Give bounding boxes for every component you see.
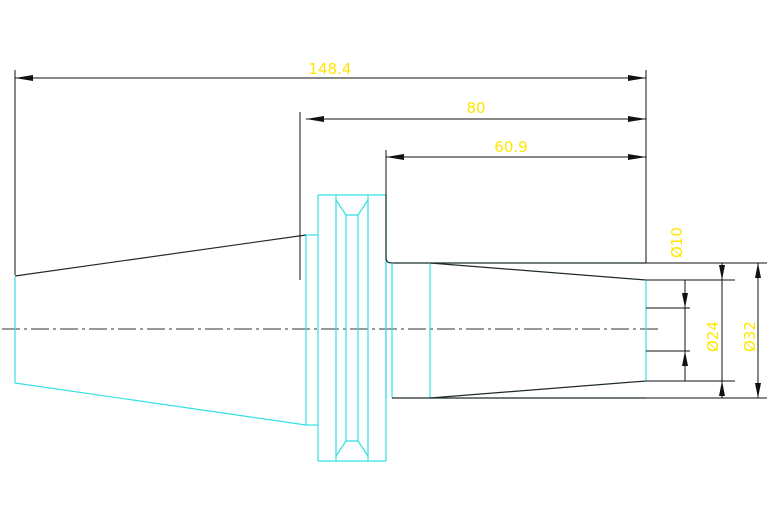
dim-bore-dia: Ø10 (668, 227, 688, 381)
dim-shank-length: 60.9 (386, 138, 646, 160)
dim-dia24-label: Ø24 (704, 321, 722, 352)
flange (306, 194, 387, 462)
dim-outer-dia: Ø32 (741, 263, 761, 398)
nose-body (385, 195, 647, 399)
dim-flange-to-end: 80 (306, 99, 646, 122)
dim-dia10-label: Ø10 (668, 227, 686, 258)
taper-shank (14, 234, 307, 426)
dim-80-label: 80 (466, 99, 485, 117)
dim-60-9-label: 60.9 (494, 138, 527, 156)
dim-mid-dia: Ø24 (704, 263, 725, 398)
dim-148-label: 148.4 (309, 60, 352, 78)
dim-dia32-label: Ø32 (741, 321, 759, 352)
dim-overall-length: 148.4 (15, 60, 646, 81)
